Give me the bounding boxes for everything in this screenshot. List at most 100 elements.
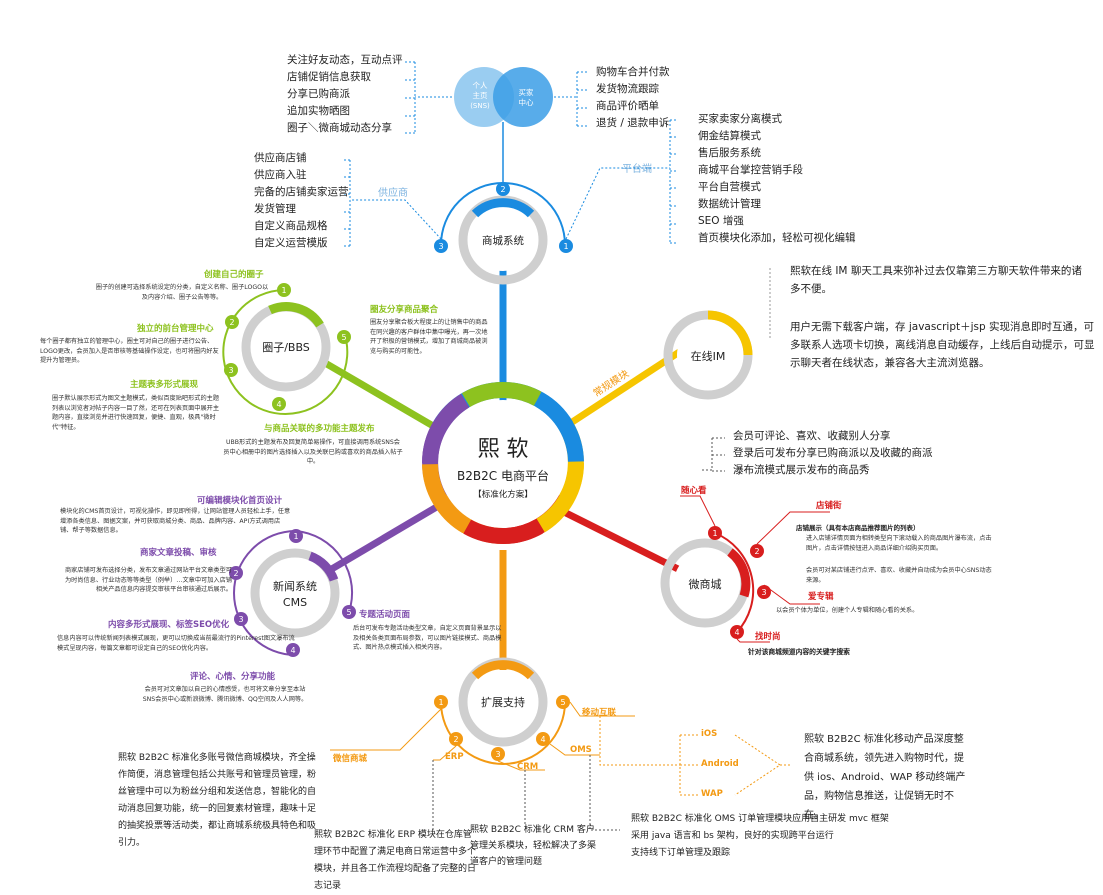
mobile-text: 熙软 B2B2C 标准化移动产品深度整合商城系统，领先进入购物时代，提供 ios… bbox=[804, 734, 966, 821]
mobile-android: Android bbox=[701, 759, 739, 769]
mobile-ios: iOS bbox=[701, 729, 718, 739]
crm-text: 熙软 B2B2C 标准化 CRM 客户管理关系模块，轻松解决了多渠道客户的管理问… bbox=[470, 825, 597, 867]
wechat-text: 熙软 B2B2C 标准化多账号微信商城模块，齐全操作简便，消息管理包括公共账号和… bbox=[118, 753, 317, 848]
sns-item: 追加实物晒图 bbox=[287, 105, 350, 117]
mobile-wap: WAP bbox=[701, 789, 723, 799]
svg-text:主页: 主页 bbox=[473, 90, 488, 100]
micro-h4: 找时尚 bbox=[755, 632, 781, 642]
spoke-left-top bbox=[318, 356, 442, 434]
svg-text:1: 1 bbox=[293, 532, 298, 541]
svg-text:5: 5 bbox=[341, 333, 346, 342]
cms-t3: 信息内容可以传统新闻列表模式展现，更可以切换成当前最流行的Pinterest图文… bbox=[57, 635, 295, 652]
ext-num-1: 1 bbox=[434, 695, 448, 709]
buyer-bubble bbox=[493, 67, 553, 127]
oms-item: 熙软 B2B2C 标准化 OMS 订单管理模块应用自主研发 mvc 框架 bbox=[631, 814, 889, 824]
sns-list: 关注好友动态，互动点评 店铺促销信息获取 分享已购商派 追加实物晒图 圈子＼微商… bbox=[287, 52, 403, 137]
buyer-item: 发货物流跟踪 bbox=[596, 83, 659, 95]
supplier-item: 供应商入驻 bbox=[254, 169, 307, 181]
sns-item: 圈子＼微商城动态分享 bbox=[287, 122, 392, 134]
bbs-h2: 独立的前台管理中心 bbox=[137, 324, 214, 334]
cms-t1: 模块化的CMS首页设计，可视化操作，即见即所得，让网站管理人员轻松上手，任意增添… bbox=[60, 508, 291, 535]
cms-num-5: 5 bbox=[342, 605, 356, 619]
bbs-t4: UBB形式的主题发布及回复简单易操作，可直接调用系统SNS会员中心相册中的图片选… bbox=[223, 439, 403, 466]
buyer-item: 购物车合并付款 bbox=[596, 66, 670, 78]
micro-h4-text: 针对该商城频道内容的关键字搜索 bbox=[748, 648, 850, 656]
bbs-t1: 圈子的创建可选择系统设定的分类，自定义名称、圈子LOGO以及内容介绍、圈子公告等… bbox=[95, 284, 269, 301]
oms-list: 熙软 B2B2C 标准化 OMS 订单管理模块应用自主研发 mvc 框架 采用 … bbox=[631, 811, 889, 862]
bbs-h1: 创建自己的圈子 bbox=[204, 270, 264, 280]
micro-list: 会员可评论、喜欢、收藏别人分享 登录后可发布分享已购商派以及收藏的商派 瀑布流模… bbox=[733, 428, 933, 479]
ext-label-erp: ERP bbox=[445, 752, 464, 762]
bbs-t3: 圈子默认展示形式为图文主题模式，类似百度贴吧形式的主题列表以浏览者对帖子内容一目… bbox=[52, 395, 220, 431]
platform-list: 买家卖家分离模式 佣金结算模式 售后服务系统 商城平台掌控营销手段 平台自营模式… bbox=[698, 111, 856, 247]
buyer-item: 退货 / 退款申诉 bbox=[596, 117, 670, 129]
ext-label-wechat: 微信商城 bbox=[333, 754, 368, 764]
im-title: 在线IM bbox=[691, 349, 726, 363]
svg-text:1: 1 bbox=[438, 698, 443, 707]
mall-num-1: 1 bbox=[559, 239, 573, 253]
svg-text:4: 4 bbox=[290, 646, 295, 655]
ext-label-oms: OMS bbox=[570, 745, 592, 755]
ext-num-5: 5 bbox=[556, 695, 570, 709]
ext-outer-arc bbox=[440, 701, 566, 765]
cms-h3: 内容多形式展现、标签SEO优化 bbox=[108, 620, 230, 630]
svg-text:1: 1 bbox=[712, 529, 717, 538]
mall-title: 商城系统 bbox=[482, 234, 524, 247]
svg-text:2: 2 bbox=[453, 735, 458, 744]
platform-item: 数据统计管理 bbox=[698, 198, 761, 210]
cms-t2: 商家店铺可发布选择分类，发布文章通过网站平台文章类型可为时尚信息、行业动态等等类… bbox=[64, 567, 232, 594]
micro-h3-text: 以会员个体为单位，创建个人专辑和随心看的关系。 bbox=[776, 607, 919, 614]
im-para-2: 用户无需下载客户端，存 javascript＋jsp 实现消息即时互通，可多联系… bbox=[790, 321, 1095, 369]
platform-label: 平台端 bbox=[622, 162, 652, 175]
cms-outer-arc bbox=[233, 530, 297, 656]
svg-text:中心: 中心 bbox=[519, 97, 534, 107]
micro-num-2: 2 bbox=[750, 544, 764, 558]
svg-text:3: 3 bbox=[495, 750, 500, 759]
svg-text:5: 5 bbox=[560, 698, 565, 707]
bbs-outer-arc bbox=[222, 289, 349, 415]
micro-num-4: 4 bbox=[730, 625, 744, 639]
supplier-item: 自定义商品规格 bbox=[254, 220, 328, 232]
center-title: 熙 软 bbox=[478, 437, 529, 462]
svg-text:4: 4 bbox=[276, 400, 281, 409]
svg-text:4: 4 bbox=[734, 628, 739, 637]
buyer-item: 商品评价晒单 bbox=[596, 100, 659, 112]
mall-num-3: 3 bbox=[434, 239, 448, 253]
micro-item: 会员可评论、喜欢、收藏别人分享 bbox=[733, 430, 891, 442]
svg-text:(SNS): (SNS) bbox=[470, 102, 490, 110]
oms-item: 支持线下订单管理及跟踪 bbox=[631, 848, 731, 858]
ext-num-2: 2 bbox=[449, 732, 463, 746]
cms-t5: 后台可发布专题活动类型文章，自定义页面背景显示以及相关各类页面布局参数，可以图片… bbox=[353, 625, 502, 652]
bbs-h4: 与商品关联的多功能主题发布 bbox=[264, 424, 375, 434]
supplier-item: 完备的店铺卖家运营 bbox=[254, 186, 349, 198]
micro-h2: 店铺街 bbox=[816, 501, 842, 511]
spoke-label-bottom: API对接 bbox=[512, 590, 524, 625]
supplier-item: 发货管理 bbox=[254, 203, 296, 215]
svg-text:2: 2 bbox=[500, 185, 505, 194]
supplier-item: 自定义运营模版 bbox=[254, 237, 328, 249]
platform-item: 首页模块化添加，轻松可视化编辑 bbox=[698, 232, 856, 244]
bbs-h5: 圈友分享商品聚合 bbox=[370, 305, 439, 315]
micro-item: 登录后可发布分享已购商派以及收藏的商派 bbox=[733, 447, 933, 459]
bbs-num-3: 3 bbox=[224, 363, 238, 377]
center-ring-green bbox=[422, 382, 584, 544]
platform-item: SEO 增强 bbox=[698, 215, 744, 227]
cms-num-3: 3 bbox=[234, 612, 248, 626]
bbs-num-1: 1 bbox=[277, 283, 291, 297]
cms-num-2: 2 bbox=[229, 566, 243, 580]
bbs-num-5: 5 bbox=[337, 330, 351, 344]
micro-num-1: 1 bbox=[708, 526, 722, 540]
bbs-num-2: 2 bbox=[225, 315, 239, 329]
bbs-h3: 主题表多形式展现 bbox=[130, 380, 199, 390]
svg-text:2: 2 bbox=[233, 569, 238, 578]
center-ring-red bbox=[422, 382, 584, 544]
cms-title-2: CMS bbox=[283, 596, 307, 609]
cms-t4: 会员可对文章加以自己的心情感受，也可将文章分享至本站SNS会员中心或新浪微博、腾… bbox=[142, 686, 308, 703]
ext-label-crm: CRM bbox=[517, 762, 539, 772]
buyer-list: 购物车合并付款 发货物流跟踪 商品评价晒单 退货 / 退款申诉 bbox=[596, 64, 670, 132]
micro-outer-arc bbox=[714, 532, 755, 633]
svg-text:5: 5 bbox=[346, 608, 351, 617]
svg-text:3: 3 bbox=[438, 242, 443, 251]
cms-h1: 可编辑模块化首页设计 bbox=[197, 496, 283, 506]
